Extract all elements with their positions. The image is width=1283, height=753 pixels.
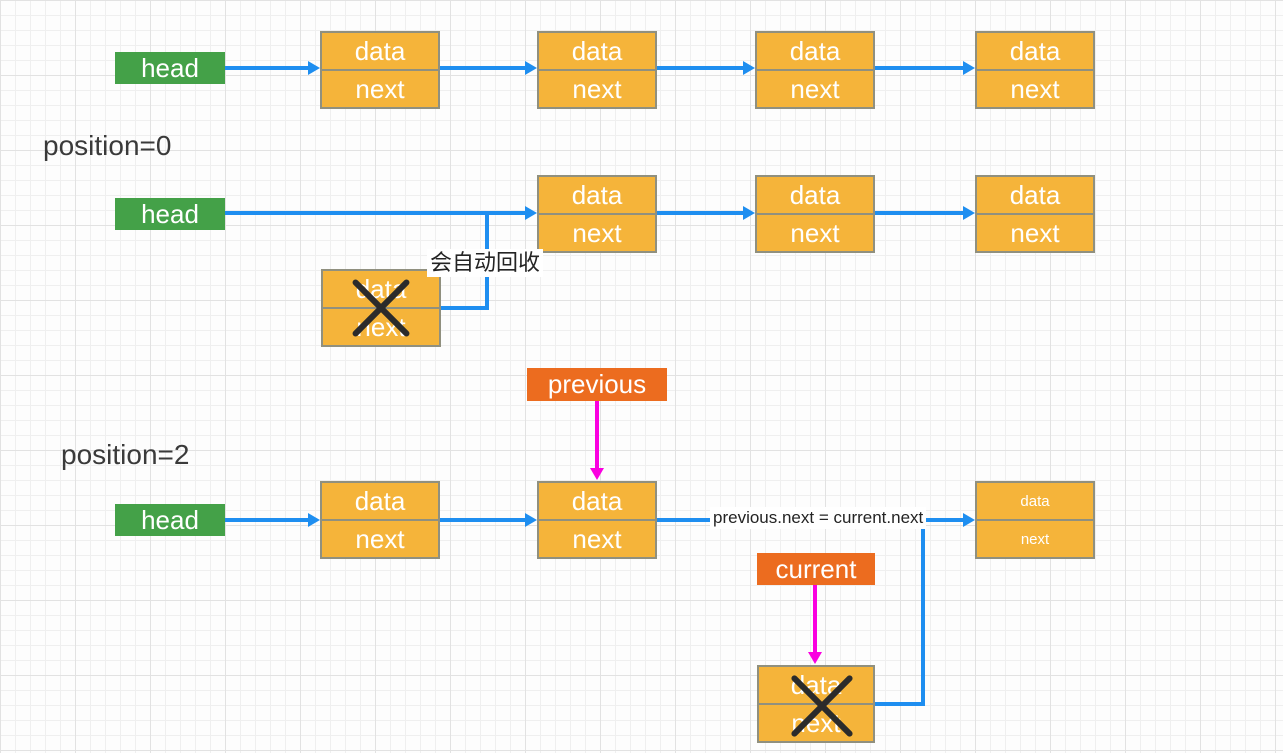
node-next-cell: next (572, 74, 622, 104)
node-next-cell: next (355, 74, 405, 104)
node-row1-4: data next (975, 31, 1095, 109)
node-data-cell: data (757, 177, 873, 215)
node-data-cell: data (977, 33, 1093, 71)
arrow-node1-to-node2-row2 (657, 206, 755, 220)
arrow-head-to-node1-row3 (225, 513, 320, 527)
node-row2-1: data next (537, 175, 657, 253)
node-row2-3: data next (975, 175, 1095, 253)
arrow-head-to-node2-row2 (225, 206, 537, 220)
node-row2-2: data next (755, 175, 875, 253)
node-row3-2-previous: data next (537, 481, 657, 559)
previous-label-text: previous (547, 369, 647, 399)
node-next-cell: next (355, 524, 405, 554)
x-mark-icon (778, 664, 866, 748)
recycle-note: 会自动回收 (427, 249, 544, 278)
node-next-cell: next (1010, 218, 1060, 248)
node-data-cell: data (322, 33, 438, 71)
node-next-cell: next (1020, 530, 1050, 548)
current-next-line-h (875, 702, 925, 706)
node-row1-3: data next (755, 31, 875, 109)
current-next-line-v (921, 518, 925, 706)
node-data-cell: data (977, 483, 1093, 521)
arrow-node2-to-node3-row2 (875, 206, 975, 220)
node-next-cell: next (790, 218, 840, 248)
node-data-cell: data (539, 33, 655, 71)
node-next-cell: next (572, 218, 622, 248)
removed-node-next-line-h (441, 306, 489, 310)
x-mark-icon (341, 268, 421, 348)
head-box-row1: head (115, 52, 225, 84)
previous-pointer-label: previous (527, 368, 667, 401)
node-next-cell: next (790, 74, 840, 104)
head-label: head (141, 504, 199, 535)
node-row3-4: data next (975, 481, 1095, 559)
previous-pointer-arrow (590, 401, 604, 480)
current-pointer-label: current (757, 553, 875, 585)
arrow-node2-to-node3-row1 (657, 61, 755, 75)
current-pointer-arrow (808, 585, 822, 664)
head-label: head (141, 198, 199, 229)
position-0-label: position=0 (43, 130, 172, 161)
arrow-node3-to-node4-row1 (875, 61, 975, 75)
position-2-label: position=2 (61, 439, 190, 470)
head-label: head (141, 52, 199, 83)
arrow-head-to-node1-row1 (225, 61, 320, 75)
arrow-node1-to-node2-row1 (440, 61, 537, 75)
head-box-row3: head (115, 504, 225, 536)
current-label-text: current (775, 553, 857, 584)
node-data-cell: data (757, 33, 873, 71)
assign-note: previous.next = current.next (710, 507, 927, 530)
node-data-cell: data (977, 177, 1093, 215)
node-row1-2: data next (537, 31, 657, 109)
arrow-node1-to-node2-row3 (440, 513, 537, 527)
node-data-cell: data (539, 177, 655, 215)
head-box-row2: head (115, 198, 225, 230)
node-next-cell: next (572, 524, 622, 554)
node-next-cell: next (1010, 74, 1060, 104)
node-data-cell: data (322, 483, 438, 521)
node-data-cell: data (539, 483, 655, 521)
node-row1-1: data next (320, 31, 440, 109)
node-row3-1: data next (320, 481, 440, 559)
